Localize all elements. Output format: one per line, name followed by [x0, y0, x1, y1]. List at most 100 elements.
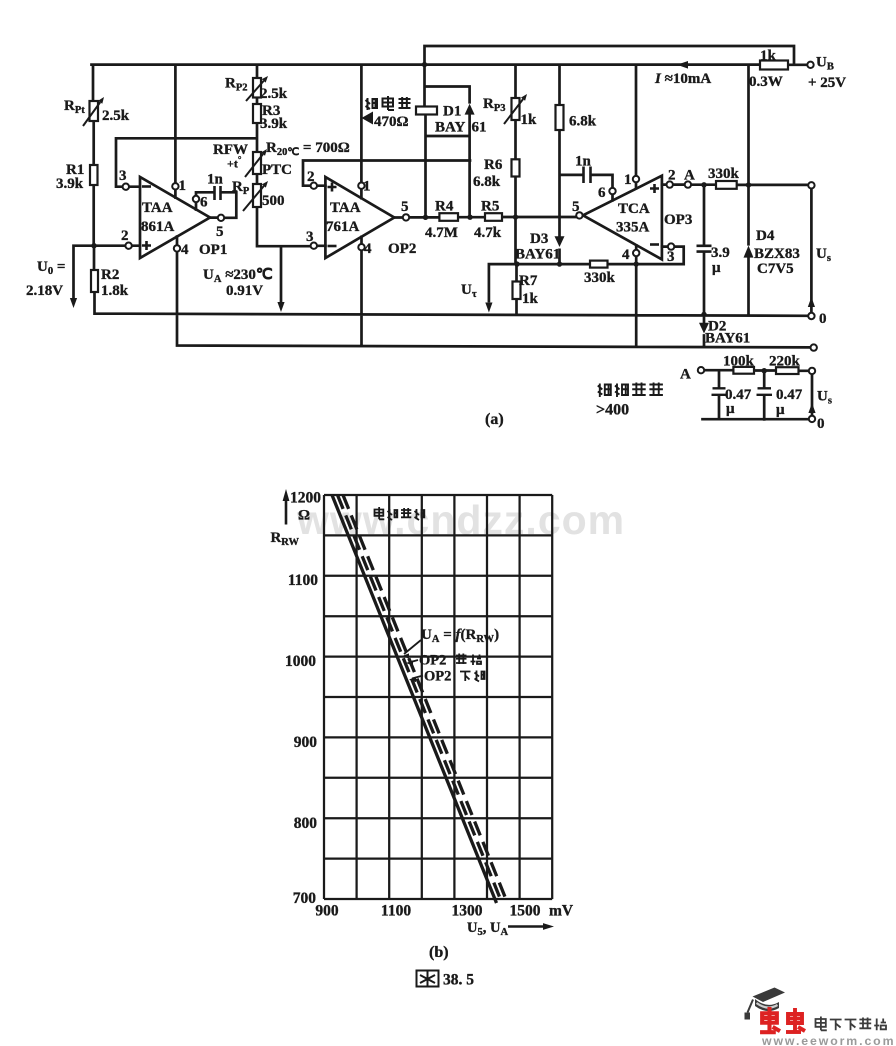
svg-text:BAY: BAY	[435, 120, 465, 136]
svg-text:R3: R3	[262, 103, 280, 119]
svg-text:A: A	[680, 367, 691, 383]
svg-text:2: 2	[307, 169, 315, 185]
svg-text:BAY61: BAY61	[515, 247, 560, 263]
svg-text:OP2: OP2	[388, 241, 416, 257]
svg-text:A: A	[684, 168, 695, 184]
svg-text:861A: 861A	[141, 219, 175, 235]
svg-text:900: 900	[294, 734, 318, 751]
svg-text:(a): (a)	[485, 411, 504, 428]
svg-text:TCA: TCA	[618, 201, 650, 217]
svg-text:2: 2	[668, 168, 676, 184]
svg-text:1n: 1n	[575, 154, 592, 170]
svg-text:RFW: RFW	[213, 142, 248, 158]
svg-text:0.47: 0.47	[725, 387, 752, 403]
svg-text:OP1: OP1	[199, 242, 227, 258]
svg-text:1k: 1k	[760, 48, 777, 64]
svg-text:0: 0	[819, 311, 827, 327]
svg-text:R7: R7	[519, 273, 538, 289]
svg-text:1k: 1k	[522, 291, 539, 307]
svg-text:μ: μ	[776, 402, 785, 418]
svg-text:1: 1	[624, 172, 632, 188]
svg-text:R6: R6	[484, 157, 503, 173]
svg-text:3.9k: 3.9k	[56, 176, 84, 192]
svg-text:D3: D3	[530, 231, 548, 247]
svg-text:>400: >400	[596, 402, 629, 419]
svg-text:4: 4	[364, 241, 372, 257]
svg-text:0.47: 0.47	[776, 387, 803, 403]
svg-text:D4: D4	[756, 228, 775, 244]
svg-text:1500: 1500	[510, 903, 541, 920]
svg-text:3: 3	[119, 168, 127, 184]
svg-text:1100: 1100	[288, 572, 318, 589]
svg-text:2: 2	[121, 228, 129, 244]
svg-text:100k: 100k	[723, 354, 755, 370]
svg-text:R2: R2	[101, 267, 119, 283]
svg-text:1n: 1n	[207, 172, 224, 188]
svg-text:2.5k: 2.5k	[260, 86, 288, 102]
svg-text:470Ω: 470Ω	[374, 114, 409, 130]
svg-text:3: 3	[306, 229, 314, 245]
svg-text:I ≈10mA: I ≈10mA	[654, 71, 711, 87]
svg-text:1000: 1000	[285, 653, 316, 670]
svg-text:OP2: OP2	[424, 669, 451, 685]
svg-text:0.3W: 0.3W	[749, 74, 783, 90]
svg-text:U5, UA: U5, UA	[467, 920, 508, 938]
svg-text:U0 =: U0 =	[37, 259, 65, 277]
svg-text:BAY61: BAY61	[705, 331, 750, 347]
svg-text:1100: 1100	[381, 903, 411, 920]
svg-text:6: 6	[200, 195, 208, 211]
svg-text:6: 6	[598, 185, 606, 201]
svg-text:500: 500	[262, 193, 285, 209]
svg-text:TAA: TAA	[142, 200, 173, 216]
svg-text:+ 25V: + 25V	[808, 75, 846, 91]
svg-text:R5: R5	[481, 199, 499, 215]
svg-text:3.9: 3.9	[711, 245, 730, 261]
svg-text:1.8k: 1.8k	[101, 283, 129, 299]
svg-text:6.8k: 6.8k	[473, 174, 501, 190]
svg-text:UB: UB	[816, 55, 834, 73]
svg-text:5: 5	[216, 224, 224, 240]
svg-text:mV: mV	[549, 903, 574, 920]
svg-text:μ: μ	[712, 260, 721, 276]
svg-text:OP3: OP3	[664, 212, 692, 228]
svg-text:(b): (b)	[429, 944, 449, 961]
svg-text:UA ≈230℃: UA ≈230℃	[203, 267, 273, 285]
svg-text:Ω: Ω	[298, 508, 310, 524]
svg-text:0.91V: 0.91V	[226, 283, 263, 299]
svg-text:1k: 1k	[521, 112, 538, 128]
svg-text:R4: R4	[435, 199, 454, 215]
svg-text:1: 1	[363, 179, 371, 195]
svg-text:3: 3	[667, 249, 675, 265]
svg-text:5: 5	[572, 199, 580, 215]
svg-text:220k: 220k	[769, 354, 801, 370]
svg-text:5: 5	[401, 199, 409, 215]
svg-text:6.8k: 6.8k	[569, 114, 597, 130]
svg-text:D1: D1	[443, 104, 461, 120]
svg-text:1300: 1300	[452, 903, 483, 920]
svg-text:OP2: OP2	[419, 653, 446, 669]
svg-text:38. 5: 38. 5	[443, 972, 474, 989]
svg-text:4: 4	[181, 242, 189, 258]
svg-text:2.5k: 2.5k	[102, 108, 130, 124]
svg-text:800: 800	[294, 815, 318, 832]
svg-text:61: 61	[472, 120, 487, 136]
svg-text:R1: R1	[66, 162, 84, 178]
svg-text:Us: Us	[817, 389, 832, 407]
svg-text:4.7M: 4.7M	[425, 225, 458, 241]
svg-text:761A: 761A	[326, 219, 360, 235]
svg-text:www.eeworm.com: www.eeworm.com	[761, 1034, 895, 1046]
svg-text:D2: D2	[708, 319, 726, 335]
svg-text:700: 700	[293, 890, 317, 907]
svg-text:1200: 1200	[290, 490, 321, 507]
svg-text:330k: 330k	[708, 166, 740, 182]
svg-text:PTC: PTC	[262, 162, 292, 178]
svg-text:TAA: TAA	[330, 200, 361, 216]
svg-text:BZX83: BZX83	[754, 246, 800, 262]
svg-text:330k: 330k	[584, 270, 616, 286]
svg-text:C7V5: C7V5	[757, 261, 794, 277]
svg-text:3.9k: 3.9k	[260, 116, 288, 132]
svg-text:0: 0	[817, 416, 825, 432]
svg-text:2.18V: 2.18V	[26, 283, 63, 299]
svg-text:335A: 335A	[616, 220, 650, 236]
svg-text:900: 900	[315, 903, 339, 920]
